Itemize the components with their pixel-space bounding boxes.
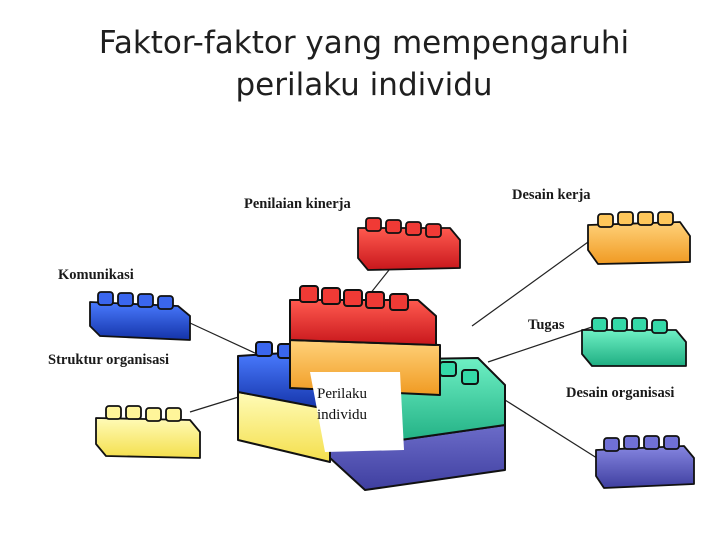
orange-brick (587, 211, 691, 265)
blue-brick (89, 291, 191, 341)
connector-desain-kerja (471, 236, 596, 327)
label-tugas: Tugas (528, 317, 565, 333)
yellow-brick (95, 405, 201, 459)
center-label-line-2: individu (317, 407, 368, 423)
label-struktur-organisasi: Struktur organisasi (48, 352, 169, 368)
connector-struktur-organisasi (189, 394, 246, 413)
central-brick-stack (237, 285, 506, 491)
center-label-line-1: Perilaku (317, 386, 367, 402)
label-penilaian-kinerja: Penilaian kinerja (244, 196, 351, 212)
connector-desain-organisasi (504, 399, 601, 461)
label-desain-organisasi: Desain organisasi (566, 385, 675, 401)
center-label: Perilaku individu (317, 384, 367, 426)
title-line-1: Faktor-faktor yang mempengaruhi (98, 25, 630, 61)
center-red-brick (289, 299, 437, 346)
connector-tugas (487, 326, 593, 363)
green-brick (581, 317, 687, 367)
slide-title: Faktor-faktor yang mempengaruhi perilaku… (0, 22, 728, 106)
title-line-2: perilaku individu (235, 67, 493, 103)
red-brick (357, 217, 461, 271)
label-komunikasi: Komunikasi (58, 267, 134, 283)
label-desain-kerja: Desain kerja (512, 187, 591, 203)
purple-brick (595, 435, 695, 489)
